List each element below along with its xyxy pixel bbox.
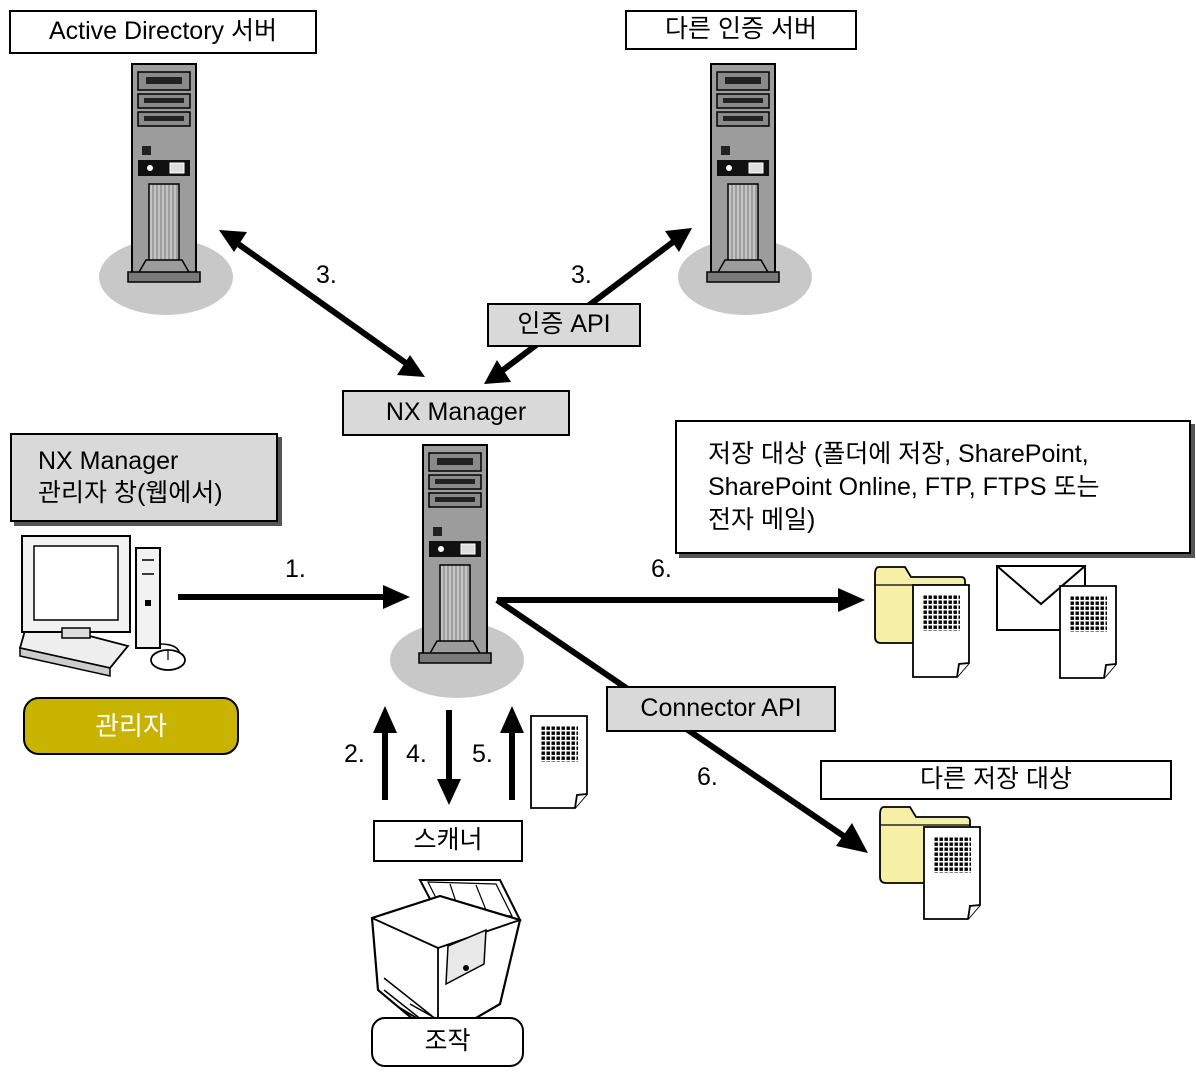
step-1: 1. (285, 555, 306, 583)
destination-line2: SharePoint Online, FTP, FTPS 또는 (708, 472, 1100, 501)
nx-manager-server-icon (390, 444, 524, 698)
folder-icon (874, 566, 970, 678)
other-destination-label: 다른 저장 대상 (820, 760, 1172, 800)
step-5: 5. (472, 740, 493, 768)
arrow-manager-to-destination (497, 588, 865, 612)
operation-label: 조작 (371, 1017, 524, 1067)
arrow-admin-to-manager (178, 585, 410, 609)
step-6-destination: 6. (651, 555, 672, 583)
step-3-other-auth: 3. (571, 261, 592, 289)
step-4: 4. (406, 740, 427, 768)
arrow-scanner-up-2 (373, 706, 397, 800)
step-3-ad: 3. (316, 261, 337, 289)
other-auth-server-label: 다른 인증 서버 (625, 10, 857, 50)
destination-line3: 전자 메일) (708, 505, 816, 534)
admin-window-line1: NX Manager (38, 447, 179, 476)
admin-badge: 관리자 (23, 697, 239, 755)
step-2: 2. (344, 740, 365, 768)
scanner-label: 스캐너 (373, 820, 523, 862)
step-6-other-destination: 6. (697, 763, 718, 791)
connector-api-label: Connector API (606, 686, 836, 732)
destination-label: 저장 대상 (폴더에 저장, SharePoint, SharePoint On… (675, 420, 1191, 554)
arrow-scanner-up-5 (500, 706, 524, 800)
ad-server-icon (99, 63, 233, 315)
admin-window-line2: 관리자 창(웹에서) (38, 478, 223, 507)
ad-server-label: Active Directory 서버 (9, 10, 317, 54)
nx-manager-label: NX Manager (342, 390, 570, 436)
computer-icon (18, 535, 186, 677)
auth-api-label: 인증 API (487, 303, 641, 347)
scanned-document-icon (530, 715, 588, 809)
arrow-ad (219, 230, 425, 377)
other-auth-server-icon (678, 63, 812, 315)
destination-line1: 저장 대상 (폴더에 저장, SharePoint, (708, 439, 1089, 468)
arrow-manager-down-4 (437, 710, 461, 805)
email-icon (996, 565, 1117, 679)
admin-window-label: NX Manager 관리자 창(웹에서) (10, 433, 278, 522)
other-destination-folder-icon (879, 806, 981, 920)
